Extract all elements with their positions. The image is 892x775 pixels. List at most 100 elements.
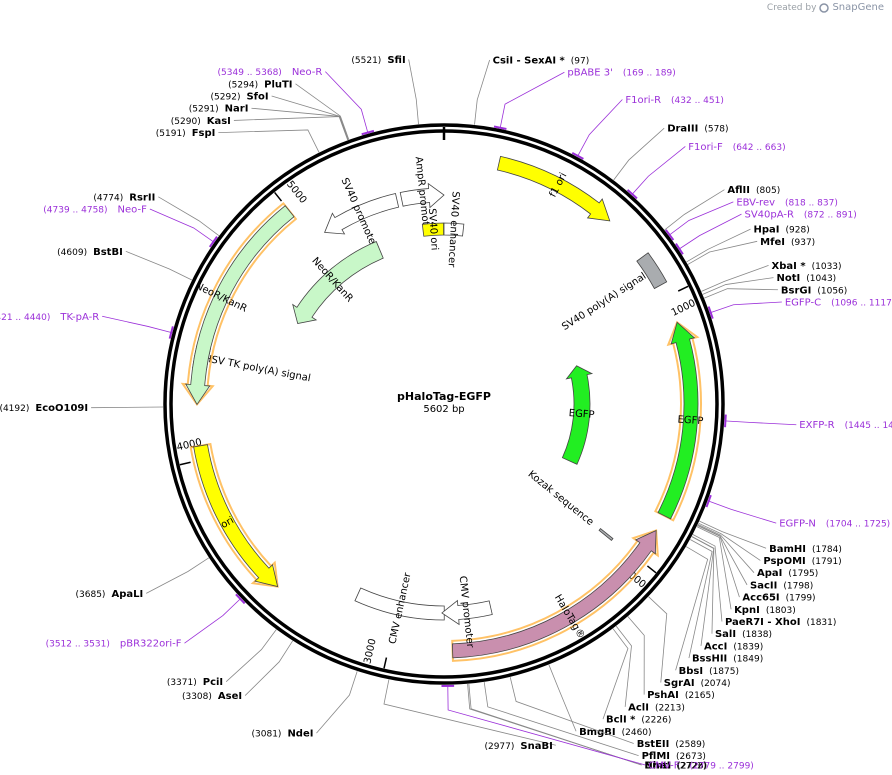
enzyme-site[interactable]: (4774)RsrII [93, 192, 220, 237]
enzyme-site[interactable]: MfeI(937) [687, 237, 815, 265]
enzyme-site[interactable]: BbsI(1875) [675, 546, 739, 677]
enzyme-site[interactable]: Acc65I(1799) [697, 525, 816, 604]
enzyme-site[interactable]: BsrGI(1056) [704, 285, 847, 299]
plasmid-name: pHaloTag-EGFP [397, 390, 491, 403]
primer-site[interactable]: (4739 .. 4758)Neo-F [43, 204, 218, 248]
primer-site[interactable]: CMV-F(2779 .. 2799) [441, 684, 754, 772]
credit-prefix: Created by [766, 2, 817, 13]
site-label: HpaI(928) [754, 225, 810, 236]
site-leader-line [125, 250, 193, 281]
scale-tick-label: 3000 [362, 638, 378, 665]
enzyme-site[interactable]: SgrAI(2074) [648, 596, 731, 689]
primer-mark [724, 414, 727, 428]
enzyme-site[interactable]: (5521)SfiI [351, 55, 419, 125]
enzyme-site[interactable]: BssHII(1849) [688, 539, 763, 665]
site-leader-line [668, 201, 734, 236]
site-label: BssHII(1849) [692, 654, 763, 665]
site-leader-line [316, 671, 358, 734]
enzyme-site[interactable]: PspOMI(1791) [698, 522, 842, 567]
sites-layer: CsiI - SexAI *(97)pBABE 3'(169 .. 189)F1… [0, 55, 892, 772]
site-label: SalI(1838) [715, 629, 772, 640]
enzyme-site[interactable]: (5294)PluTI [228, 79, 350, 140]
site-leader-line [704, 288, 778, 299]
site-label: ApaI(1795) [757, 568, 818, 579]
primer-site[interactable]: F1ori-F(642 .. 663) [626, 142, 786, 200]
site-label: PaeR7I - XhoI(1831) [725, 617, 836, 628]
enzyme-site[interactable]: (4609)BstBI [57, 247, 193, 281]
enzyme-site[interactable]: BstEII(2589) [509, 676, 705, 750]
enzyme-site[interactable]: BclI *(2226) [602, 628, 671, 726]
site-leader-line [615, 625, 632, 707]
site-leader-line [295, 83, 350, 140]
enzyme-site[interactable]: (4192)EcoO109I [0, 403, 164, 414]
site-leader-line [447, 684, 646, 766]
enzyme-site[interactable]: AccI(1839) [691, 536, 764, 653]
enzyme-site[interactable]: (5191)FspI [156, 128, 320, 153]
site-leader-line [688, 539, 713, 659]
enzyme-site[interactable]: PshAI(2165) [627, 616, 715, 701]
enzyme-site[interactable]: (5290)KasI [171, 116, 349, 141]
enzyme-site[interactable]: PaeR7I - XhoI(1831) [692, 534, 837, 628]
site-label: EGFP-C(1096 .. 1117) [785, 297, 892, 308]
enzyme-site[interactable]: BmtI(2726) [467, 683, 708, 772]
enzyme-site[interactable]: DraIII(578) [613, 124, 729, 181]
site-label: (5521)SfiI [351, 55, 405, 66]
enzyme-site[interactable]: (3308)AseI [182, 640, 294, 702]
primer-site[interactable]: SV40pA-R(872 .. 891) [675, 210, 857, 255]
primer-mark [208, 236, 218, 248]
primer-site[interactable]: EGFP-C(1096 .. 1117) [707, 297, 892, 319]
enzyme-site[interactable]: (3081)NdeI [252, 671, 358, 740]
site-label: BamHI(1784) [769, 544, 842, 555]
primer-site[interactable]: EGFP-N(1704 .. 1725) [705, 494, 891, 530]
site-leader-line [707, 500, 777, 524]
enzyme-site[interactable]: (3371)PciI [167, 629, 277, 689]
enzyme-site[interactable]: BmgBI(2460) [548, 664, 652, 738]
enzyme-site[interactable]: KpnI(1803) [696, 526, 796, 616]
enzyme-site[interactable]: BamHI(1784) [699, 520, 842, 555]
scale-tick [383, 657, 388, 669]
site-leader-line [627, 616, 645, 695]
site-leader-line [697, 525, 740, 598]
feature-arrow [496, 155, 611, 222]
site-label: (5294)PluTI [228, 79, 292, 90]
enzyme-site[interactable]: XbaI *(1033) [701, 261, 842, 292]
site-leader-line [225, 629, 277, 682]
enzyme-site[interactable]: PflMI(2673) [483, 682, 706, 762]
enzyme-site[interactable]: NotI(1043) [702, 273, 836, 295]
enzyme-site[interactable]: HpaI(928) [686, 225, 810, 263]
primer-site[interactable]: (5349 .. 5368)Neo-R [218, 67, 375, 136]
enzyme-site[interactable]: ApaI(1795) [697, 523, 818, 579]
primer-site[interactable]: (4421 .. 4440)TK-pA-R [0, 312, 174, 339]
primer-site[interactable]: (3512 .. 3531)pBR322ori-F [46, 593, 246, 650]
enzyme-site[interactable]: (3685)ApaLI [76, 557, 210, 600]
site-leader-line [408, 59, 419, 125]
site-leader-line [499, 71, 565, 129]
site-leader-line [697, 523, 755, 573]
site-label: (5291)NarI [189, 104, 249, 115]
feature-arrow [636, 252, 668, 290]
primer-mark [361, 129, 375, 136]
site-label: (3371)PciI [167, 677, 223, 688]
site-label: AccI(1839) [704, 641, 763, 652]
site-label: CsiI - SexAI *(97) [493, 56, 590, 67]
enzyme-site[interactable]: AflII(805) [664, 185, 781, 231]
site-leader-line [613, 127, 665, 181]
site-leader-line [602, 628, 629, 720]
site-leader-line [474, 59, 490, 125]
site-leader-line [577, 99, 623, 157]
site-label: (2977)SnaBI [484, 741, 552, 752]
site-label: MfeI(937) [760, 237, 815, 248]
primer-site[interactable]: EBV-rev(818 .. 837) [664, 197, 838, 241]
site-leader-line [678, 213, 742, 250]
site-label: (5349 .. 5368)Neo-R [218, 67, 323, 78]
site-label: BclI *(2226) [606, 715, 671, 726]
site-label: DraIII(578) [667, 124, 728, 135]
site-leader-line [184, 597, 242, 644]
primer-site[interactable]: F1ori-R(432 .. 451) [571, 95, 724, 160]
primer-site[interactable]: EXFP-R(1445 .. 1464) [724, 414, 892, 432]
enzyme-site[interactable]: CsiI - SexAI *(97) [474, 56, 590, 125]
site-label: SV40pA-R(872 .. 891) [744, 210, 856, 221]
enzyme-site[interactable]: (2977)SnaBI [383, 679, 556, 752]
primer-site[interactable]: pBABE 3'(169 .. 189) [493, 68, 676, 130]
enzyme-site[interactable]: AclI(2213) [615, 625, 685, 713]
